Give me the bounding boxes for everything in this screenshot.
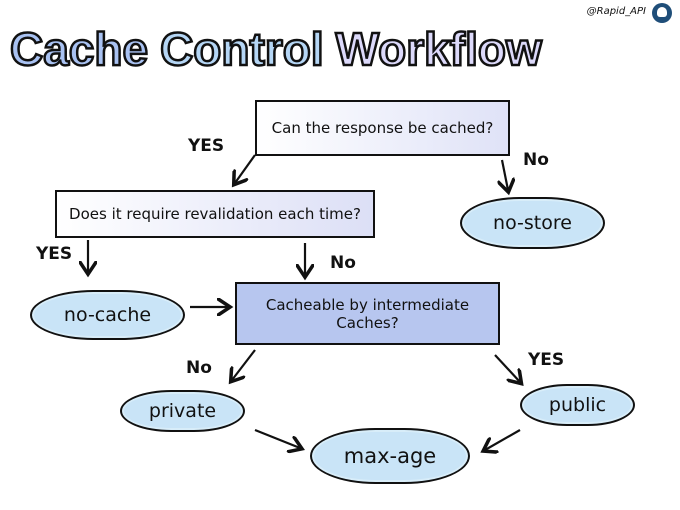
question-cacheable: Can the response be cached? [255,100,510,156]
arrow-q3-no [232,349,256,380]
label-q2-no: No [330,253,356,273]
label-q3-yes: YES [528,350,565,370]
label-q1-no: No [523,150,549,170]
arrow-q1-yes [235,154,256,183]
credit-handle: @Rapid_API [586,6,646,17]
label-q3-no: No [186,358,212,378]
label-q2-yes: YES [36,244,73,264]
rapidapi-logo-icon [652,3,672,23]
label-q1-yes: YES [188,136,225,156]
outcome-no-cache: no-cache [30,290,185,340]
arrow-public-maxage [485,429,521,450]
arrow-q3-yes [494,354,520,382]
outcome-max-age: max-age [310,428,470,484]
arrow-private-maxage [254,428,300,448]
title-word: Cache [9,23,150,75]
outcome-no-store: no-store [460,197,605,249]
arrow-q1-no [502,159,508,190]
title-word: Workflow [334,23,543,75]
outcome-public: public [520,384,635,426]
question-revalidation: Does it require revalidation each time? [55,190,375,238]
outcome-private: private [120,390,245,432]
title-word: Control [159,23,325,75]
question-intermediate-caches: Cacheable by intermediate Caches? [235,282,500,345]
